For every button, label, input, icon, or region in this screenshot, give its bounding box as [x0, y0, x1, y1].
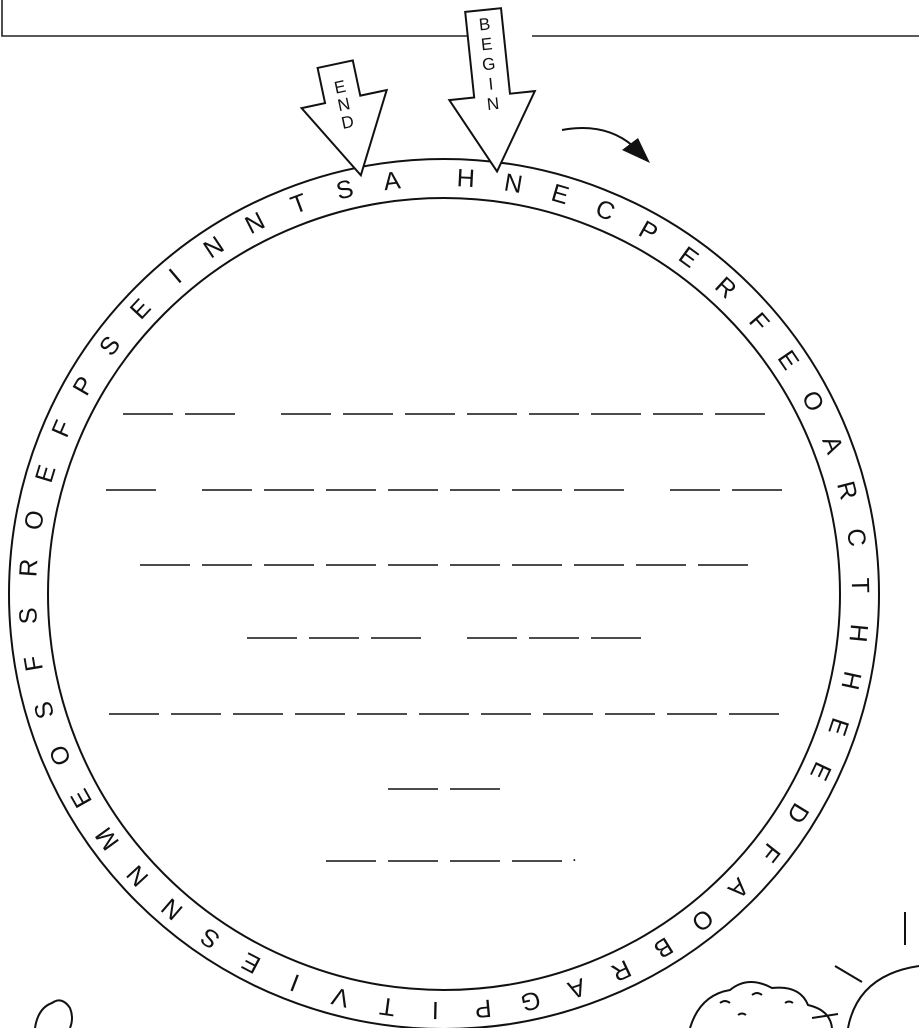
answer-blanks: .: [106, 414, 782, 865]
letter-ring-inner: [48, 198, 840, 990]
ring-letter: N: [121, 859, 154, 891]
ring-letter: O: [796, 386, 830, 416]
ring-letter: F: [19, 654, 49, 674]
sun-clipart-partial: [812, 912, 919, 1028]
ring-letter: E: [822, 714, 854, 739]
ring-letter: E: [65, 784, 98, 812]
ring-letter: T: [378, 991, 397, 1021]
sentence-end-period: .: [572, 846, 577, 865]
ring-letter: M: [90, 822, 125, 855]
ring-letter: E: [772, 345, 805, 375]
ring-letter: S: [333, 174, 356, 205]
ring-letter: F: [46, 416, 78, 441]
ring-letter: T: [846, 577, 874, 593]
ring-letter: T: [287, 188, 311, 220]
arrow-label-letter: B: [478, 14, 491, 34]
ring-letter: I: [432, 996, 440, 1024]
ring-letter: I: [287, 968, 304, 997]
ring-letter: H: [843, 623, 873, 644]
ring-letter: R: [831, 478, 863, 502]
ring-letter: H: [456, 164, 476, 193]
ring-letter: A: [564, 972, 589, 1004]
arrow-label-letter: E: [480, 34, 493, 54]
ring-letter: E: [548, 179, 572, 211]
ring-letter: S: [94, 331, 126, 361]
ring-letter: S: [14, 607, 43, 625]
ring-letter: O: [686, 903, 719, 937]
ring-letter: D: [781, 798, 814, 828]
ring-letter: A: [722, 872, 754, 904]
ring-letter: C: [591, 194, 619, 227]
bush-clipart-partial: [690, 982, 832, 1028]
ring-letter: S: [195, 922, 225, 955]
ring-letter: R: [709, 271, 741, 304]
ring-letter: G: [518, 985, 543, 1016]
ring-letter: N: [199, 231, 230, 264]
ring-letter: E: [125, 294, 157, 325]
ring-letter: N: [156, 892, 188, 925]
ring-letter: P: [67, 372, 100, 400]
ring-letter: O: [19, 508, 50, 532]
ring-letter: P: [634, 215, 662, 248]
ring-letter: H: [835, 669, 866, 692]
ring-letter: O: [44, 741, 77, 770]
ring-letter: F: [743, 307, 774, 337]
ring-letter: A: [382, 166, 402, 196]
ring-letter: S: [29, 698, 61, 722]
ring-letter: V: [329, 981, 352, 1012]
ring-letter: R: [607, 954, 635, 987]
ring-letter: E: [804, 758, 836, 785]
ring-letter: N: [241, 207, 270, 240]
ring-letter: I: [164, 263, 187, 289]
ring-letter: F: [754, 838, 785, 867]
ring-letter: A: [816, 432, 848, 458]
clockwise-direction-arrow: [562, 128, 650, 163]
ring-letter: R: [14, 558, 43, 578]
ring-letter: N: [502, 168, 524, 199]
ring-letter: C: [841, 527, 871, 549]
ring-letter: E: [237, 946, 265, 979]
arrow-label-letter: N: [486, 94, 500, 114]
ring-letter: B: [649, 931, 678, 964]
cloud-clipart-partial: [35, 1000, 72, 1028]
ring-letter: E: [30, 462, 62, 486]
top-frame-border: [2, 0, 919, 36]
arrow-label-letter: G: [481, 54, 496, 74]
ring-letter: E: [674, 241, 704, 273]
ring-letter: P: [473, 993, 492, 1022]
